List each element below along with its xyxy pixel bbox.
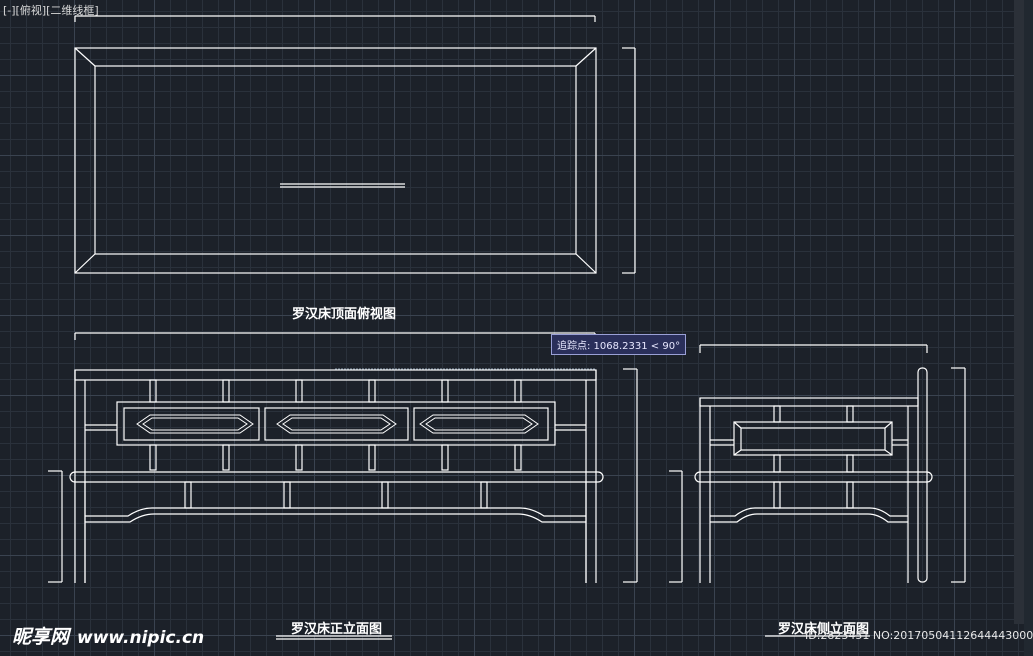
front-view-title: 罗汉床正立面图: [291, 622, 383, 637]
side-view-drawing: [669, 344, 966, 637]
viewport-label[interactable]: [-][俯视][二维线框]: [3, 4, 99, 17]
front-view-drawing: [48, 332, 638, 640]
top-view-drawing: [74, 15, 636, 274]
tracking-point-tooltip: 追踪点: 1068.2331 < 90°: [551, 334, 687, 355]
watermark-logo: 昵享网: [12, 626, 70, 648]
image-id-text: ID:2823451 NO:20170504112644443000: [805, 629, 1033, 642]
watermark-url: www.nipic.cn: [77, 628, 205, 648]
vertical-scrollbar[interactable]: [1014, 0, 1024, 624]
watermark: 昵享网 www.nipic.cn: [12, 622, 204, 649]
side-view-title: 罗汉床侧立面图: [778, 622, 870, 637]
top-view-title: 罗汉床顶面俯视图: [292, 307, 397, 322]
